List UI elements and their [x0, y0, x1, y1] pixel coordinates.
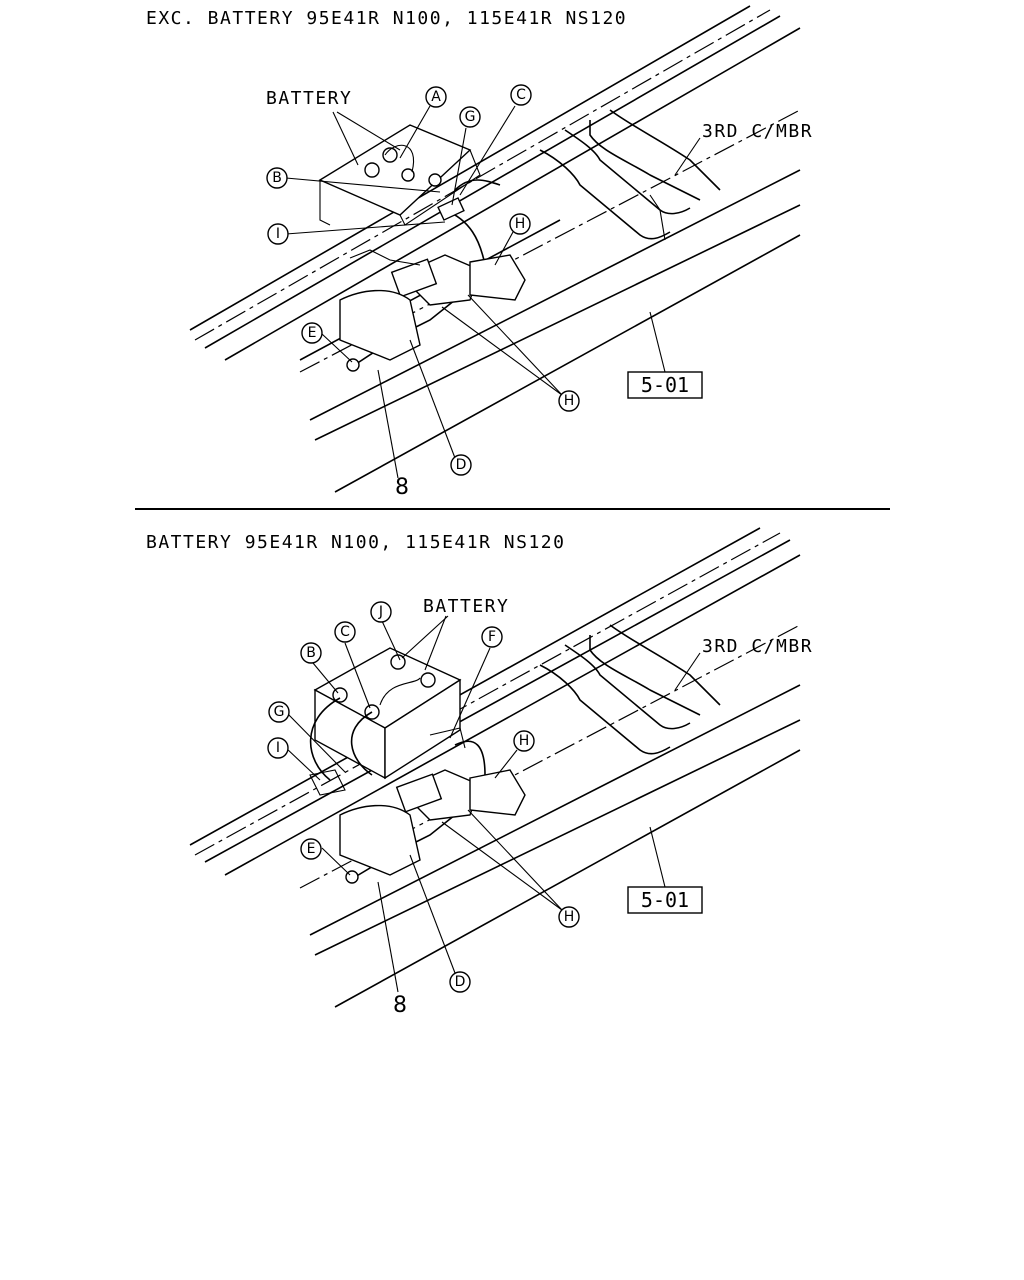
ref-box: 5-01	[627, 886, 703, 914]
battery-label: BATTERY	[423, 596, 509, 617]
callout-E: E	[301, 322, 323, 344]
crossmember: 3RD C/MBR	[539, 624, 813, 755]
panel-title: EXC. BATTERY 95E41R N100, 115E41R NS120	[146, 8, 627, 29]
callout-G: G	[459, 106, 481, 128]
callout-A: A	[425, 86, 447, 108]
callout-label: E	[307, 841, 316, 857]
callout-F: F	[481, 626, 503, 648]
part-number: 8	[395, 475, 409, 500]
callout-label: I	[276, 740, 280, 756]
callout-D: D	[449, 971, 471, 993]
ref-box-label: 5-01	[641, 373, 689, 397]
batteries	[313, 647, 462, 780]
cable-harness	[339, 179, 526, 372]
callout-E: E	[300, 838, 322, 860]
battery-label: BATTERY	[266, 88, 352, 109]
crossmember-label: 3RD C/MBR	[702, 121, 813, 142]
callout-I: I	[267, 737, 289, 759]
callout-label: I	[276, 226, 280, 242]
callout-label: C	[340, 624, 350, 640]
callout-label: D	[456, 457, 467, 473]
callout-G: G	[268, 701, 290, 723]
callout-D: D	[450, 454, 472, 476]
panel-title: BATTERY 95E41R N100, 115E41R NS120	[146, 532, 565, 553]
callout-B: B	[300, 642, 322, 664]
callout-C: C	[334, 621, 356, 643]
battery-bracket	[318, 124, 481, 226]
callout-label: G	[465, 109, 476, 125]
ref-box: 5-01	[627, 371, 703, 399]
panel-battery: BATTERY 95E41R N100, 115E41R NS120 3RD C…	[146, 527, 813, 1018]
callout-H-lower: H	[558, 906, 580, 928]
callout-label: E	[308, 325, 317, 341]
callout-label: A	[431, 89, 441, 105]
frame-rails	[189, 527, 801, 1008]
callout-label: F	[488, 629, 496, 645]
callout-B: B	[266, 167, 288, 189]
callout-label: J	[378, 604, 383, 620]
callout-label: H	[564, 393, 575, 409]
frame-rails	[189, 5, 801, 493]
cable-harness	[309, 697, 526, 884]
callout-label: B	[272, 170, 282, 186]
leader-lines	[285, 105, 666, 479]
callout-H-upper: H	[513, 730, 535, 752]
callout-label: H	[519, 733, 530, 749]
leader-lines	[285, 615, 666, 993]
callout-label: G	[274, 704, 285, 720]
callout-label: D	[455, 974, 466, 990]
part-number: 8	[393, 993, 407, 1018]
callout-label: H	[515, 216, 526, 232]
ref-box-label: 5-01	[641, 888, 689, 912]
crossmember: 3RD C/MBR	[539, 109, 813, 241]
callout-C: C	[510, 84, 532, 106]
panel-exc-battery: EXC. BATTERY 95E41R N100, 115E41R NS120 …	[146, 5, 813, 500]
callout-label: C	[516, 87, 526, 103]
callout-label: H	[564, 909, 575, 925]
callout-J: J	[370, 601, 392, 623]
callout-label: B	[306, 645, 316, 661]
crossmember-label: 3RD C/MBR	[702, 636, 813, 657]
callout-H-lower: H	[558, 390, 580, 412]
callout-H-upper: H	[509, 213, 531, 235]
callout-I: I	[267, 223, 289, 245]
